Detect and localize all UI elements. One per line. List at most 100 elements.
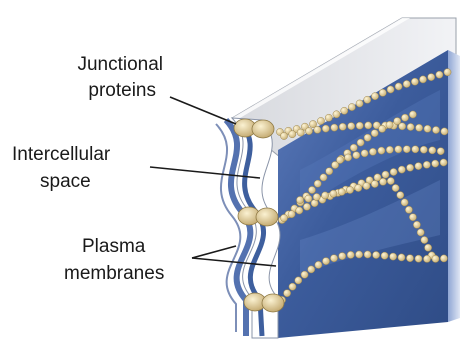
protein-bead (341, 107, 348, 114)
protein-bead (289, 283, 296, 290)
protein-bead (308, 266, 315, 273)
protein-bead (432, 255, 439, 262)
protein-bead (441, 128, 448, 135)
label-intercellular-line2: space (40, 171, 91, 192)
protein-bead (379, 89, 386, 96)
protein-bead (295, 277, 302, 284)
protein-bead (415, 255, 422, 262)
label-plasma-line2: membranes (64, 263, 164, 284)
protein-bead (356, 122, 363, 129)
leader-junctional-proteins (170, 97, 236, 124)
protein-bead (357, 139, 364, 146)
protein-bead (444, 69, 451, 76)
protein-bead (373, 251, 380, 258)
protein-bead (379, 125, 386, 132)
protein-bead (330, 255, 337, 262)
protein-bead (379, 178, 386, 185)
protein-bead (423, 161, 430, 168)
protein-bead (364, 251, 371, 258)
protein-bead (317, 117, 324, 124)
protein-bead (339, 123, 346, 130)
protein-bead (403, 146, 410, 153)
protein-bead (296, 196, 303, 203)
protein-bead (387, 86, 394, 93)
protein-bead (361, 150, 368, 157)
protein-bead (288, 211, 295, 218)
protein-bead (325, 114, 332, 121)
protein-bead (416, 124, 423, 131)
protein-bead (409, 214, 416, 221)
protein-bead (371, 93, 378, 100)
label-junctional-line1: Junctional (77, 54, 163, 75)
protein-bead (303, 203, 310, 210)
protein-bead (401, 199, 408, 206)
protein-bead (415, 163, 422, 170)
protein-bead (289, 131, 296, 138)
labels: Junctional proteins Intercellular space … (12, 54, 164, 284)
protein-bead (348, 123, 355, 130)
protein-bead (346, 186, 353, 193)
protein-bead (411, 78, 418, 85)
protein-bead (412, 146, 419, 153)
label-intercellular-line1: Intercellular (12, 144, 111, 165)
protein-bead (437, 148, 444, 155)
protein-bead (350, 144, 357, 151)
protein-bead (398, 166, 405, 173)
protein-bead (338, 188, 345, 195)
protein-bead (364, 134, 371, 141)
protein-bead (419, 76, 426, 83)
protein-bead (401, 114, 408, 121)
protein-bead (301, 271, 308, 278)
protein-bead (345, 154, 352, 161)
protein-bead (331, 124, 338, 131)
protein-bead (280, 132, 287, 139)
protein-bead (326, 168, 333, 175)
protein-bead (339, 253, 346, 260)
protein-bead (386, 121, 393, 128)
protein-bead (313, 193, 320, 200)
protein-bead (347, 251, 354, 258)
protein-bead (394, 118, 401, 125)
protein-bead (365, 122, 372, 129)
protein-bead (356, 100, 363, 107)
protein-bead (423, 255, 430, 262)
protein-bead (330, 190, 337, 197)
leader-plasma-membrane-1 (192, 246, 236, 258)
protein-bead (308, 186, 315, 193)
protein-bead (390, 168, 397, 175)
protein-bead (428, 74, 435, 81)
protein-bead (356, 251, 363, 258)
protein-bead (322, 125, 329, 132)
protein-bead (403, 80, 410, 87)
protein-bead (369, 148, 376, 155)
protein-bead (421, 236, 428, 243)
protein-bead (406, 255, 413, 262)
protein-bead (436, 71, 443, 78)
protein-bead (392, 184, 399, 191)
protein-bead (397, 192, 404, 199)
protein-bead (322, 192, 329, 199)
protein-bead (378, 147, 385, 154)
protein-bead (407, 164, 414, 171)
protein-bead (432, 160, 439, 167)
protein-bead (407, 123, 414, 130)
protein-bead (420, 146, 427, 153)
protein-bead (363, 182, 370, 189)
protein-bead (355, 184, 362, 191)
protein-bead (314, 126, 321, 133)
protein-bead (371, 180, 378, 187)
protein-bead (395, 83, 402, 90)
protein-bead (390, 253, 397, 260)
protein-bead (284, 290, 291, 297)
protein-bead (398, 254, 405, 261)
protein-bead (296, 207, 303, 214)
protein-bead (315, 261, 322, 268)
label-junctional-line2: proteins (88, 80, 156, 101)
protein-bead (386, 146, 393, 153)
protein-bead (425, 244, 432, 251)
protein-bead (336, 156, 343, 163)
label-plasma-line1: Plasma (82, 236, 146, 257)
protein-bead (424, 125, 431, 132)
protein-bead (405, 206, 412, 213)
